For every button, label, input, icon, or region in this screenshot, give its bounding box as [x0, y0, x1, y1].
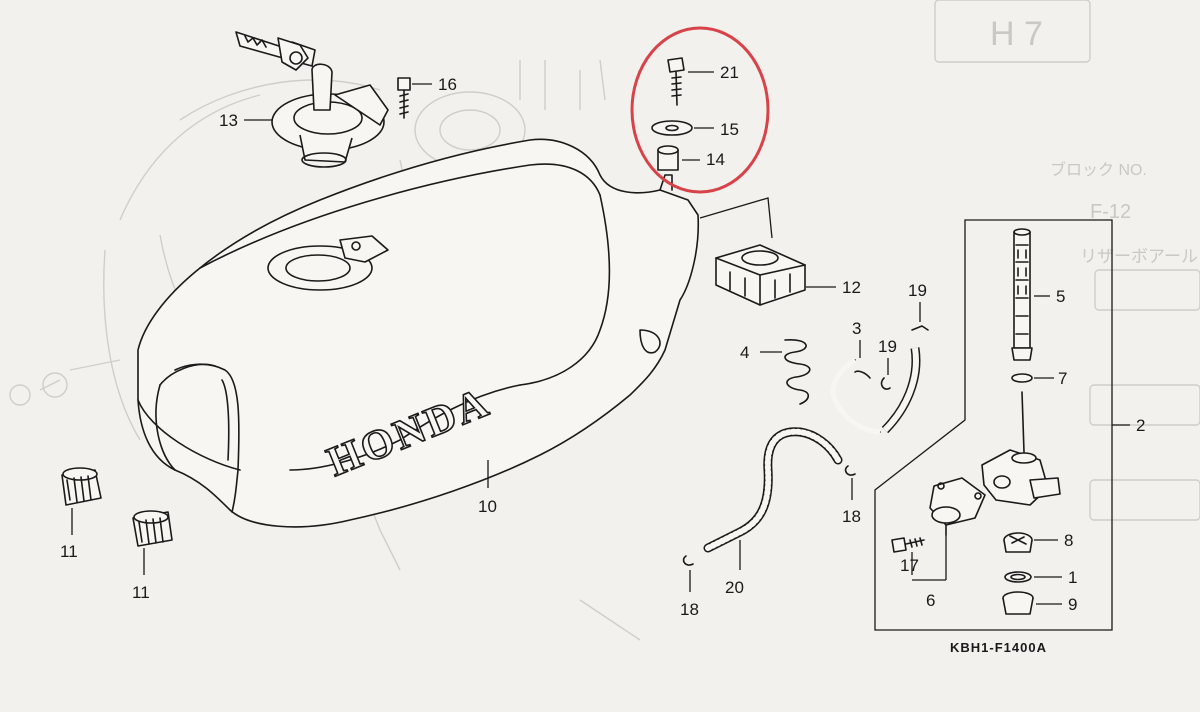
valve-screw [891, 537, 925, 553]
callout-18-left: 18 [680, 600, 699, 619]
fuel-valve-body [981, 391, 1061, 506]
ghost-label-text: リザーボアール [1080, 247, 1198, 266]
fuel-strainer [1011, 228, 1033, 361]
callout-16: 16 [438, 75, 457, 94]
highlight-circle [630, 26, 770, 194]
vent-hose [881, 347, 921, 434]
ghost-code-text: F-12 [1090, 201, 1131, 223]
ghost-corner-text: H 7 [990, 15, 1043, 53]
flange-bolt [667, 57, 685, 106]
callout-10: 10 [478, 497, 497, 516]
callout-21: 21 [720, 63, 739, 82]
ghost-part-number-text: ブロック NO. [1050, 160, 1147, 179]
hose-clip-upper [911, 325, 929, 331]
sediment-cup-cap [1003, 532, 1033, 553]
callout-6: 6 [926, 591, 935, 610]
rubber-damper-left [61, 467, 102, 506]
callout-14: 14 [706, 150, 725, 169]
callout-17: 17 [900, 556, 919, 575]
fuel-cap-assembly [235, 31, 389, 168]
fuel-hose [830, 357, 881, 435]
drain-hose [703, 427, 843, 553]
callout-4: 4 [740, 343, 749, 362]
callout-20: 20 [725, 578, 744, 597]
washer [651, 120, 693, 136]
collar [657, 145, 679, 171]
callout-3: 3 [852, 319, 861, 338]
callout-15: 15 [720, 120, 739, 139]
hose-clip-lower [880, 377, 891, 390]
callout-12: 12 [842, 278, 861, 297]
callout-11-left: 11 [60, 542, 78, 561]
callout-7: 7 [1058, 369, 1067, 388]
rubber-mount [715, 244, 806, 306]
callout-13: 13 [219, 111, 238, 130]
coiled-hose [784, 339, 811, 405]
rubber-damper-right [132, 510, 173, 547]
hose-clip-right [844, 465, 856, 476]
fuel-tank [137, 138, 700, 528]
o-ring-upper [1011, 373, 1033, 383]
cap-screw [397, 77, 411, 119]
callout-8: 8 [1064, 531, 1073, 550]
callout-19-upper: 19 [908, 281, 927, 300]
callout-11-right: 11 [132, 583, 150, 602]
callout-2: 2 [1136, 416, 1145, 435]
callout-18-right: 18 [842, 507, 861, 526]
hose-clip-left [682, 555, 694, 566]
o-ring-lower [1004, 571, 1032, 583]
callout-1: 1 [1068, 568, 1077, 587]
sediment-cup [1002, 591, 1034, 615]
valve-lever-assembly [929, 477, 986, 536]
fuel-valve-group-outline [874, 219, 1113, 631]
callout-9: 9 [1068, 595, 1077, 614]
callout-5: 5 [1056, 287, 1065, 306]
callout-19-lower: 19 [878, 337, 897, 356]
figure-code: KBH1-F1400A [950, 640, 1047, 655]
